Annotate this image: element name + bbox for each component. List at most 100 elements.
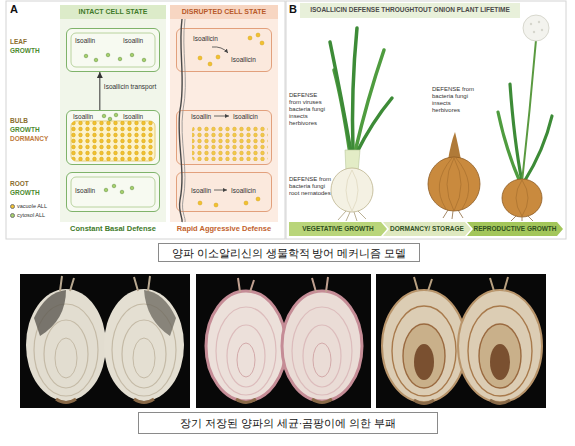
flowering-onion: [530, 23, 532, 25]
flowering-onion: [498, 15, 552, 221]
stage-name: DORMANCY: [10, 135, 48, 142]
flowering-onion: [523, 15, 549, 41]
panel-frame: [6, 1, 285, 239]
vegetative-onion: [330, 42, 351, 152]
cell-box: Isoallin Isoallicin: [176, 172, 272, 212]
decay-photo: [104, 289, 184, 401]
decay-photo: [236, 399, 332, 403]
cell-vacuole: [71, 33, 268, 207]
decay-photo: [55, 338, 77, 378]
decay-photo: [312, 277, 328, 292]
conversion-arrow: [212, 47, 228, 53]
organ-name: LEAF: [10, 38, 27, 45]
decay-photo: [133, 338, 155, 378]
compound-name: Isoallin: [75, 187, 95, 194]
cytosol-dot: [94, 58, 98, 62]
caption-box: 양파 이소알리신의 생물학적 방어 메커니즘 모델: [158, 243, 420, 262]
vacuole-dot: [198, 56, 202, 60]
compound-name: Isoallicin: [231, 187, 256, 194]
flowering-onion: [538, 21, 540, 23]
compound-name: Isoallin: [191, 187, 211, 194]
vegetative-onion: [353, 28, 358, 150]
vegetative-onion: [346, 170, 358, 211]
flowering-onion: [533, 31, 535, 33]
defense-note: DEFENSE from bacteria fungi root nematod…: [289, 176, 333, 197]
decay-photo: [490, 277, 508, 291]
vacuole-dot: [214, 203, 218, 207]
box-text: 장기 저장된 양파의 세균·곰팡이에 의한 부패: [139, 417, 437, 429]
decay-photo: [216, 307, 276, 395]
box-text: DISRUPTED CELL STATE: [170, 8, 278, 16]
organ-name: ROOT: [10, 180, 29, 187]
panel-frame: [6, 1, 566, 239]
cytosol-dot: [102, 114, 106, 118]
column-header: DISRUPTED CELL STATE: [170, 5, 278, 19]
flowering-onion: [522, 40, 536, 182]
conversion-arrow: [214, 116, 229, 117]
vacuole-dot: [256, 197, 260, 201]
stage-name: GROWTH: [10, 126, 40, 133]
flowering-onion: [502, 179, 542, 217]
defense-type: Rapid Aggressive Defense: [170, 225, 278, 234]
box-text: REPRODUCTIVE GROWTH: [467, 225, 563, 232]
cytosol-dot: [84, 54, 88, 58]
cytosol-dot: [112, 184, 116, 188]
title-strip: [300, 3, 520, 18]
legend-swatch: [10, 213, 15, 218]
cell-vacuole: [71, 177, 155, 207]
decay-photo: [20, 274, 190, 408]
decay-photo: [490, 344, 510, 380]
vegetative-onion: [330, 28, 392, 221]
decay-photo: [479, 324, 521, 388]
decay-photo: [303, 325, 341, 387]
legend-text: vacuole ALL: [17, 203, 47, 209]
decay-photo: [292, 307, 352, 395]
compound-name: Isoallin: [73, 113, 93, 120]
cytosol-dot: [120, 190, 124, 194]
vacuole-dot: [216, 55, 220, 59]
chevron-fill: [467, 222, 563, 236]
decay-photo: [238, 278, 254, 292]
compound-name: Isoallicin: [233, 113, 258, 120]
stage-arrow: VEGETATIVE GROWTH: [289, 222, 387, 236]
vacuole-dot: [198, 33, 264, 207]
tissue-crack: [179, 19, 185, 222]
decay-photo: [20, 274, 190, 408]
compound-name: Isoallin: [123, 37, 143, 44]
legend-text: cytosol ALL: [17, 212, 45, 218]
cell-box: IsoallinIsoallin: [66, 28, 160, 72]
stage-arrow: REPRODUCTIVE GROWTH: [467, 222, 563, 236]
decay-photo: [122, 320, 166, 388]
compound-name: Isoallicin: [193, 35, 218, 42]
column-background: [170, 19, 278, 222]
stage-name: GROWTH: [10, 189, 40, 196]
cell-vacuole: [192, 126, 268, 161]
vegetative-onion: [355, 50, 384, 152]
decay-photo: [458, 290, 542, 402]
panel-title: ISOALLICIN DEFENSE THROUGHTOUT ONION PLA…: [300, 6, 520, 13]
legend-entry: vacuole ALL: [10, 203, 47, 209]
compound-name: Isoallin: [191, 113, 211, 120]
cytosol-dot: [130, 53, 134, 57]
box-text: VEGETATIVE GROWTH: [289, 225, 387, 232]
decay-photo: [403, 324, 445, 388]
dormant-onion: [428, 157, 480, 211]
vegetative-onion: [356, 98, 392, 154]
dormant-onion: [443, 210, 463, 219]
panel-frame: [286, 1, 566, 239]
dormant-onion: [428, 132, 480, 219]
stage-name: GROWTH: [10, 47, 40, 54]
cell-box: Isoallin Isoallicin: [176, 110, 272, 165]
decay-photo: [196, 274, 371, 408]
panel-letter: B: [289, 3, 297, 16]
decay-photo: [468, 306, 532, 396]
decay-photo: [34, 290, 66, 336]
vacuole-dot: [244, 201, 248, 205]
flowering-onion: [516, 180, 528, 216]
defense-note: DEFENSE from viruses bacteria fungi inse…: [289, 92, 329, 126]
decay-photo: [196, 274, 371, 408]
